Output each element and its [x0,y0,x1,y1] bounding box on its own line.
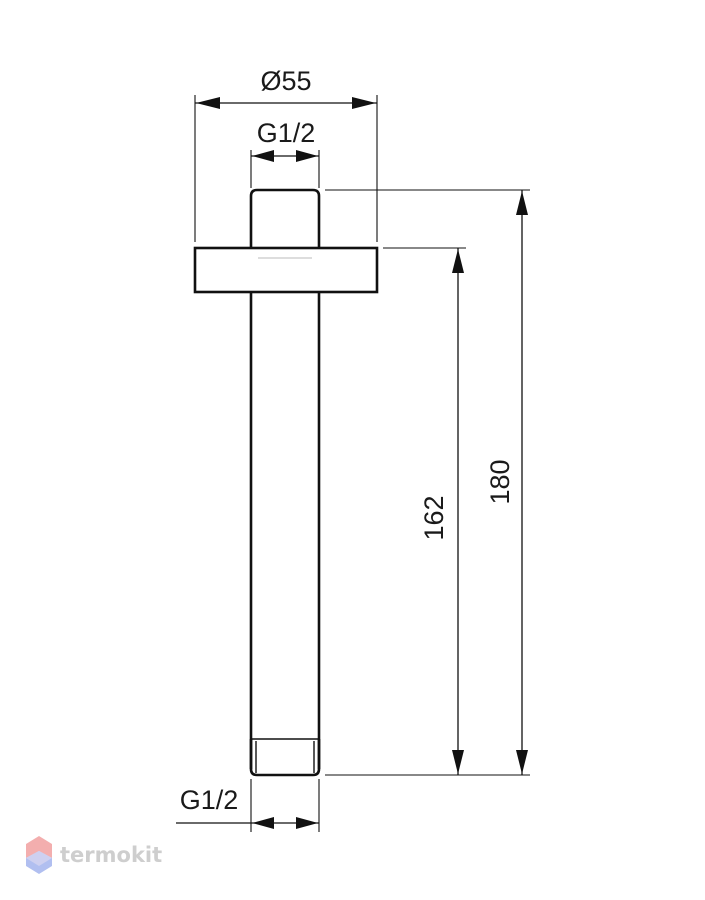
bottom-thread-label: G1/2 [180,785,239,815]
arrow-top [452,249,464,273]
bottom-thread-end [249,739,321,777]
dim-length-below-flange: 162 [325,247,530,776]
top-thread-label: G1/2 [257,118,316,148]
top-thread-end [249,188,321,248]
arrow-top [516,191,528,215]
arrow-left [252,150,274,162]
arrow-bottom [516,750,528,774]
dim-bottom-thread: G1/2 [176,779,320,832]
dim-total-length: 180 [325,189,530,775]
dim-flange-diameter: Ø55 [194,66,378,242]
arrow-bottom [452,750,464,774]
shower-arm-part [193,188,379,777]
dim-top-thread: G1/2 [250,118,320,188]
flange-diameter-label: Ø55 [260,66,311,96]
length-180-label: 180 [485,459,515,504]
flange [193,246,379,294]
termokit-logo-icon [26,836,52,874]
length-162-label: 162 [419,495,449,540]
arrow-right [296,817,318,829]
arrow-left [252,817,274,829]
watermark: termokit [26,836,162,874]
watermark-text: termokit [60,843,162,867]
arrow-right [352,97,376,109]
arrow-right [296,150,318,162]
arrow-left [196,97,220,109]
